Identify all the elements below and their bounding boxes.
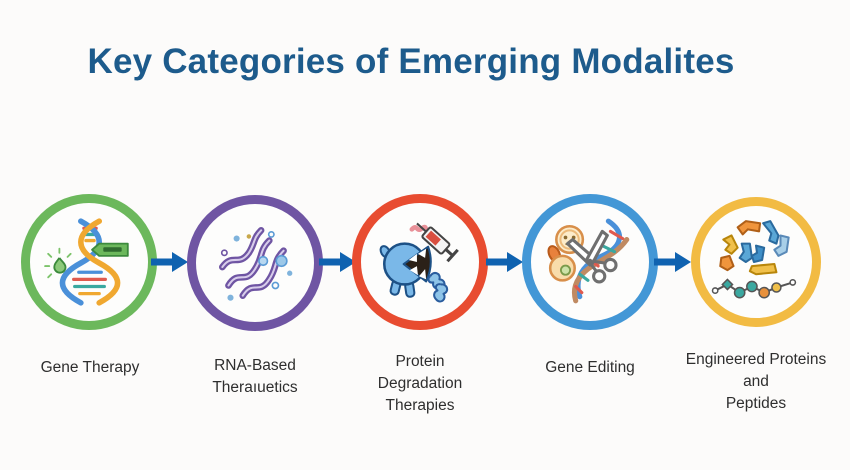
label-line: Engineered Proteins <box>685 351 827 368</box>
label-line: Degradation <box>377 375 463 392</box>
stage-circle-gene-therapy <box>21 194 157 330</box>
stage-circle-protein-degradation <box>352 194 488 330</box>
rna-strands-icon <box>219 227 293 301</box>
arrow-right-icon <box>486 252 523 272</box>
page-title: Key Categories of Emerging Modalites <box>87 42 735 81</box>
arrow-right-icon <box>319 252 356 272</box>
label-line: Gene Editing <box>545 359 635 376</box>
stage-label-gene-editing: Gene Editing <box>500 357 680 379</box>
label-line: RNA-Based <box>214 357 296 374</box>
stage-label-engineered-proteins: Engineered Proteins and Peptides <box>661 349 850 415</box>
arrow-right-icon <box>654 252 691 272</box>
stage-circle-gene-editing <box>522 194 658 330</box>
stage-label-protein-degradation: Protein Degradation Therapies <box>330 351 510 417</box>
label-line: Gene Therapy <box>40 359 140 376</box>
label-line: Peptides <box>725 395 787 412</box>
label-line: Theraıuetics <box>212 379 298 396</box>
stage-circle-engineered-proteins <box>691 197 821 327</box>
protein-degradation-icon <box>379 222 459 303</box>
label-line: Protein <box>395 353 445 370</box>
gene-editing-icon <box>547 218 630 304</box>
arrow-right-icon <box>151 252 188 272</box>
label-line: and <box>743 373 769 390</box>
stage-circle-rna-therapeutics <box>187 195 323 331</box>
engineered-proteins-icon <box>711 220 797 299</box>
gene-therapy-dna-icon <box>44 218 129 306</box>
label-line: Therapies <box>385 397 455 414</box>
stage-label-rna-therapeutics: RNA-Based Theraıuetics <box>165 355 345 399</box>
stage-label-gene-therapy: Gene Therapy <box>0 357 180 379</box>
